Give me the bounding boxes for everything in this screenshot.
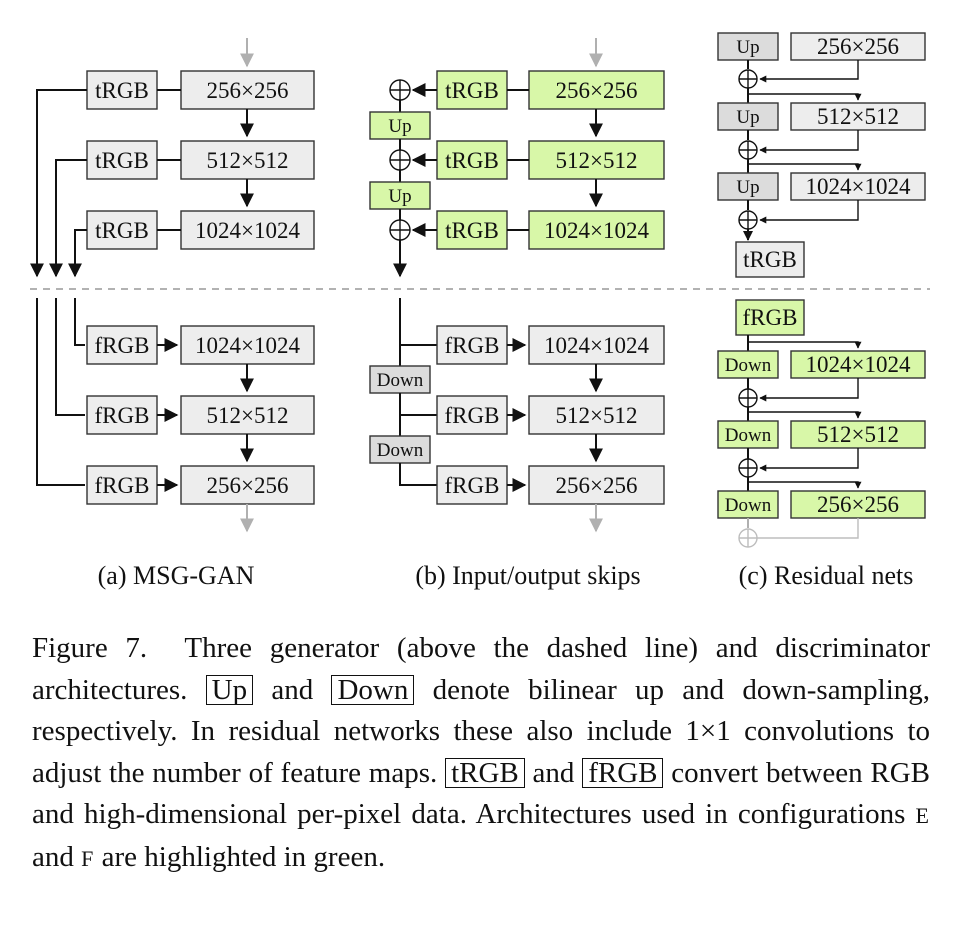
config-e: E: [915, 803, 930, 828]
figure-label: Figure 7.: [32, 632, 148, 664]
a-trgb-label: tRGB: [95, 218, 149, 243]
c-gen-res-label: 512×512: [817, 104, 899, 129]
a-trgb-label: tRGB: [95, 148, 149, 173]
a-disc-res-label: 1024×1024: [195, 333, 300, 358]
config-f: F: [81, 845, 95, 871]
panel-c-residual: Up 256×256 Up 512×512 Up 1024×1024 tRGB …: [717, 32, 926, 590]
a-disc-res-label: 256×256: [207, 473, 289, 498]
panel-a-msg-gan: 256×256 tRGB 512×512 tRGB 1024×1024 tRGB…: [30, 38, 315, 590]
b-frgb-label: fRGB: [445, 403, 500, 428]
caption-text: Three generator (above the dashed line) …: [32, 632, 931, 706]
caption-text: and: [32, 840, 74, 873]
c-disc-res-label: 512×512: [817, 422, 899, 447]
caption-text: and: [271, 673, 314, 706]
b-up-label: Up: [388, 116, 411, 137]
a-gen-res-label: 256×256: [207, 78, 289, 103]
b-down-label: Down: [377, 440, 424, 461]
b-down-label: Down: [377, 370, 424, 391]
b-frgb-label: fRGB: [445, 333, 500, 358]
b-trgb-label: tRGB: [445, 148, 499, 173]
panel-b-io-skips: 256×256 512×512 1024×1024 tRGB tRGB tRGB…: [369, 38, 665, 590]
caption-text: denote bilinear up and down-sampling, re…: [32, 673, 931, 789]
panel-a-caption: (a) MSG-GAN: [98, 561, 255, 590]
b-disc-res-label: 1024×1024: [544, 333, 649, 358]
c-frgb-label: fRGB: [743, 305, 798, 330]
a-frgb-label: fRGB: [95, 333, 150, 358]
a-gen-res-label: 512×512: [207, 148, 289, 173]
panel-b-caption: (b) Input/output skips: [415, 561, 640, 590]
up-term: Up: [205, 674, 254, 705]
b-gen-res-label: 512×512: [556, 148, 638, 173]
c-up-label: Up: [736, 37, 759, 58]
caption-text: are highlighted in green.: [101, 840, 386, 873]
b-gen-res-label: 256×256: [556, 78, 638, 103]
c-down-label: Down: [725, 495, 772, 516]
b-disc-res-label: 512×512: [556, 403, 638, 428]
b-trgb-label: tRGB: [445, 218, 499, 243]
a-trgb-box: [86, 70, 158, 110]
b-frgb-label: fRGB: [445, 473, 500, 498]
c-down-label: Down: [725, 355, 772, 376]
panel-c-caption: (c) Residual nets: [739, 561, 914, 590]
a-frgb-label: fRGB: [95, 473, 150, 498]
caption-text: convert between RGB and high-dimensional…: [32, 756, 931, 831]
a-gen-res-label: 1024×1024: [195, 218, 300, 243]
down-term: Down: [331, 674, 415, 705]
c-disc-res-label: 256×256: [817, 492, 899, 517]
c-disc-res-label: 1024×1024: [806, 352, 911, 377]
frgb-term: fRGB: [582, 757, 664, 788]
a-frgb-label: fRGB: [95, 403, 150, 428]
c-gen-res-label: 1024×1024: [806, 174, 911, 199]
a-disc-res-label: 512×512: [207, 403, 289, 428]
figure-caption: Figure 7. Three generator (above the das…: [32, 628, 930, 879]
c-down-label: Down: [725, 425, 772, 446]
a-trgb-label: tRGB: [95, 78, 149, 103]
b-gen-res-label: 1024×1024: [544, 218, 649, 243]
architecture-diagram: 256×256 tRGB 512×512 tRGB 1024×1024 tRGB…: [30, 32, 930, 590]
c-up-label: Up: [736, 107, 759, 128]
caption-text: and: [532, 756, 575, 789]
trgb-term: tRGB: [445, 757, 525, 788]
b-disc-res-label: 256×256: [556, 473, 638, 498]
b-up-label: Up: [388, 186, 411, 207]
c-up-label: Up: [736, 177, 759, 198]
b-trgb-label: tRGB: [445, 78, 499, 103]
c-trgb-label: tRGB: [743, 247, 797, 272]
c-gen-res-label: 256×256: [817, 34, 899, 59]
